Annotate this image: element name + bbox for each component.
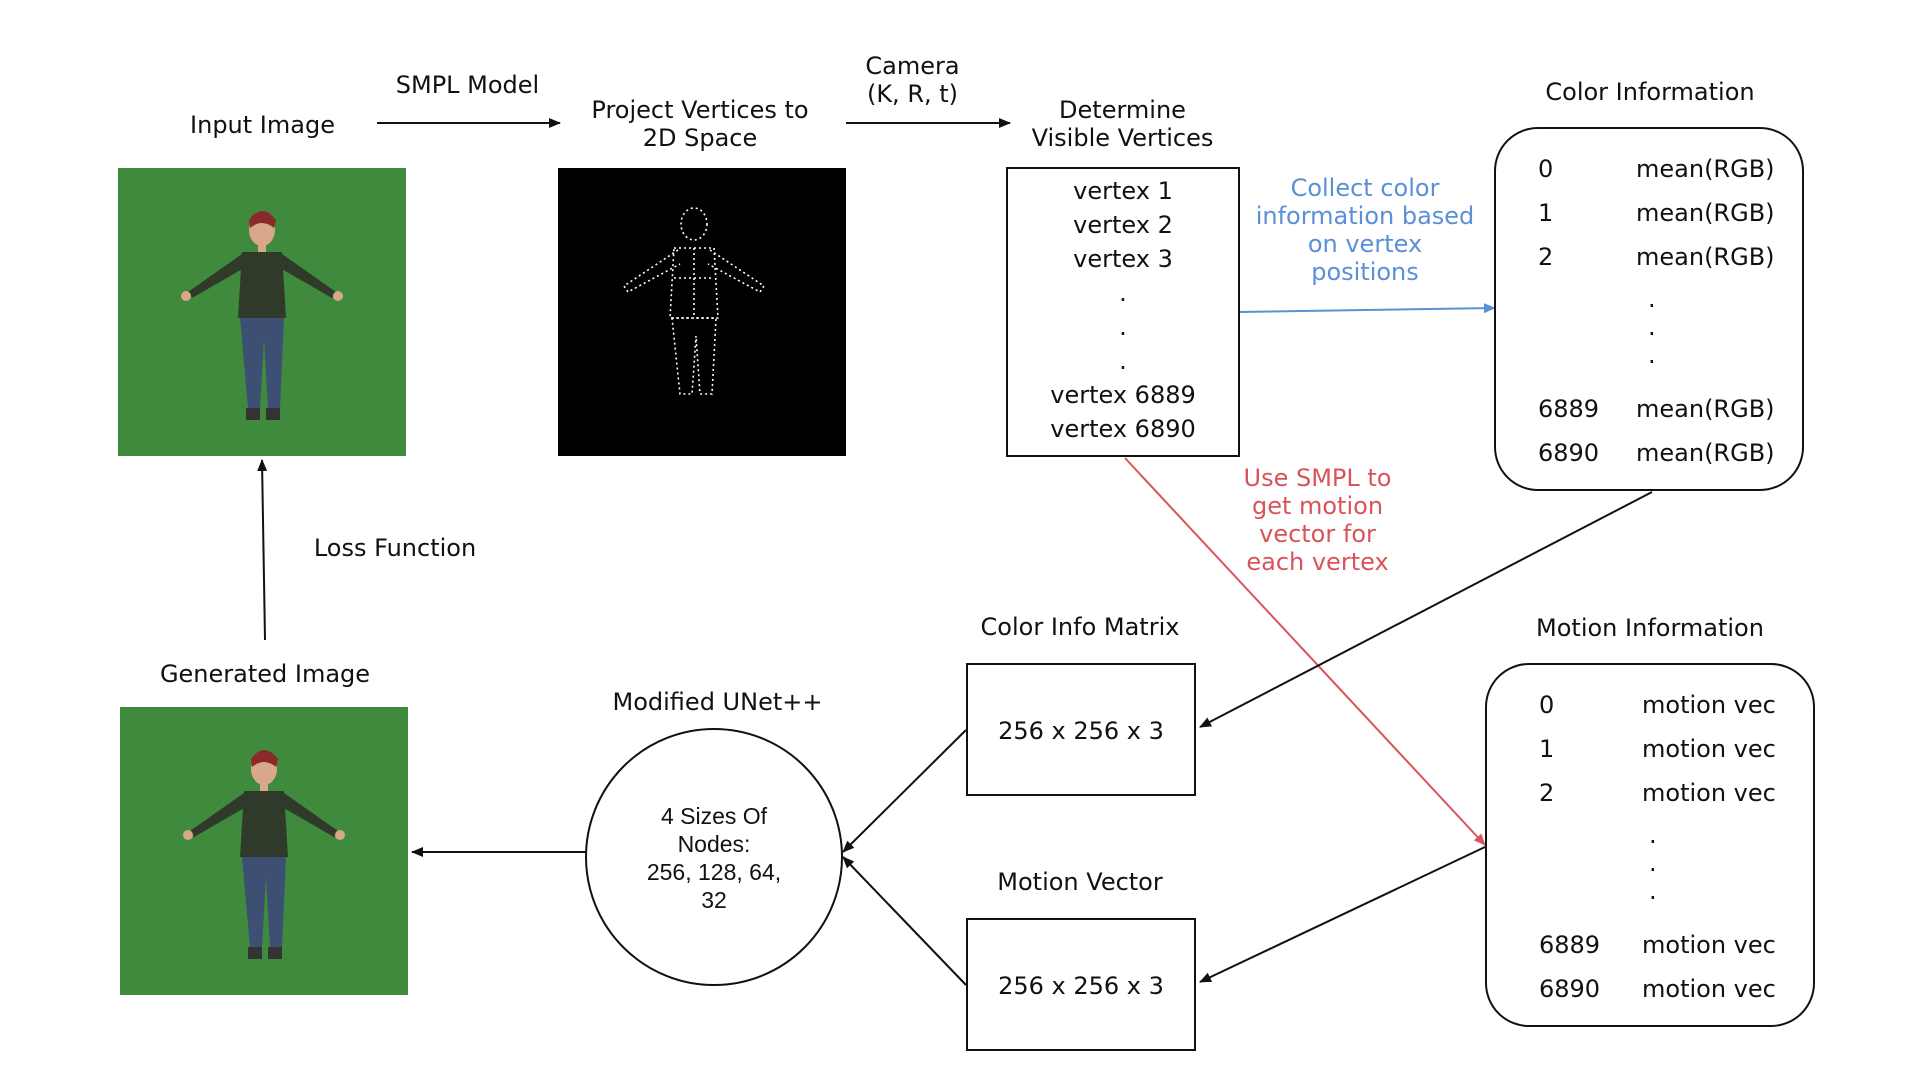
input-image-label: Input Image: [190, 111, 335, 139]
ellipsis-dot: .: [1648, 313, 1656, 341]
table-value: mean(RGB): [1636, 243, 1775, 271]
person-figure-icon: [183, 750, 345, 959]
annotation-line: each vertex: [1246, 548, 1389, 576]
table-index: 2: [1539, 779, 1555, 807]
vertex-row: vertex 6889: [1050, 381, 1196, 409]
arrow-loss-function: [257, 459, 268, 641]
mesh-figure-icon: [622, 207, 766, 395]
arrow-use-smpl: [1124, 457, 1486, 846]
ellipsis-dot: .: [1119, 347, 1127, 375]
table-index: 2: [1538, 243, 1554, 271]
ellipsis-dot: .: [1119, 279, 1127, 307]
table-value: mean(RGB): [1636, 439, 1775, 467]
table-value: mean(RGB): [1636, 199, 1775, 227]
matrix-size: 256 x 256 x 3: [998, 972, 1164, 1000]
generated-image-label: Generated Image: [159, 660, 371, 688]
unet-line: 4 Sizes Of: [660, 803, 768, 829]
table-value: motion vec: [1642, 779, 1776, 807]
table-value: mean(RGB): [1636, 155, 1775, 183]
table-value: mean(RGB): [1636, 395, 1775, 423]
unet-node: 4 Sizes Of Nodes: 256, 128, 64, 32: [585, 728, 843, 986]
loss-function-label: Loss Function: [313, 534, 477, 562]
ellipsis-dot: .: [1648, 285, 1656, 313]
ellipsis-dot: .: [1649, 877, 1657, 905]
project-vertices-label-1: Project Vertices to: [591, 96, 809, 124]
annotation-line: on vertex: [1307, 230, 1423, 258]
table-index: 0: [1539, 691, 1555, 719]
table-index: 6889: [1539, 931, 1601, 959]
vertex-row: vertex 2: [1073, 211, 1173, 239]
color-information-title: Color Information: [1545, 78, 1755, 106]
camera-label-1: Camera: [865, 52, 960, 80]
input-image: [118, 168, 406, 456]
motion-information-title: Motion Information: [1536, 614, 1764, 642]
motion-information-table: 0 motion vec 1 motion vec 2 motion vec .…: [1485, 663, 1815, 1027]
table-value: motion vec: [1642, 975, 1776, 1003]
annotation-line: information based: [1255, 202, 1475, 230]
unet-line: Nodes:: [677, 831, 751, 857]
vertex-row: vertex 1: [1073, 177, 1173, 205]
person-figure-icon: [181, 211, 343, 420]
vertex-row: vertex 6890: [1050, 415, 1196, 443]
table-index: 1: [1538, 199, 1554, 227]
annotation-line: get motion: [1251, 492, 1384, 520]
annotation-line: Collect color: [1290, 174, 1440, 202]
arrow-matrix-to-unet: [842, 729, 967, 853]
unet-description: 4 Sizes Of Nodes: 256, 128, 64, 32: [587, 802, 841, 914]
color-info-matrix-title: Color Info Matrix: [980, 613, 1180, 641]
table-index: 0: [1538, 155, 1554, 183]
arrow-motion-to-vector: [1199, 846, 1486, 983]
visible-vertices-list: vertex 1 vertex 2 vertex 3 . . . vertex …: [1006, 167, 1240, 457]
camera-label-2: (K, R, t): [866, 80, 959, 108]
projected-vertices-image: [558, 168, 846, 456]
annotation-line: positions: [1311, 258, 1419, 286]
visible-vertices-label-1: Determine: [1059, 96, 1186, 124]
generated-image: [120, 707, 408, 995]
table-index: 1: [1539, 735, 1555, 763]
annotation-line: vector for: [1259, 520, 1376, 548]
color-information-table: 0 mean(RGB) 1 mean(RGB) 2 mean(RGB) . . …: [1494, 127, 1804, 491]
unet-title: Modified UNet++: [612, 688, 823, 716]
smpl-model-label: SMPL Model: [395, 71, 540, 99]
table-value: motion vec: [1642, 691, 1776, 719]
color-info-matrix-box: 256 x 256 x 3: [966, 663, 1196, 796]
annotation-line: Use SMPL to: [1243, 464, 1392, 492]
vertex-row: vertex 3: [1073, 245, 1173, 273]
project-vertices-label-2: 2D Space: [642, 124, 758, 152]
ellipsis-dot: .: [1649, 821, 1657, 849]
arrow-collect-color: [1239, 303, 1496, 314]
table-value: motion vec: [1642, 931, 1776, 959]
unet-line: 32: [701, 887, 727, 913]
ellipsis-dot: .: [1119, 313, 1127, 341]
ellipsis-dot: .: [1648, 341, 1656, 369]
motion-vector-box: 256 x 256 x 3: [966, 918, 1196, 1051]
arrow-vector-to-unet: [842, 856, 967, 986]
table-index: 6890: [1538, 439, 1600, 467]
visible-vertices-label-2: Visible Vertices: [1031, 124, 1214, 152]
ellipsis-dot: .: [1649, 849, 1657, 877]
arrow-color-to-matrix: [1199, 491, 1653, 728]
matrix-size: 256 x 256 x 3: [998, 717, 1164, 745]
table-index: 6890: [1539, 975, 1601, 1003]
table-value: motion vec: [1642, 735, 1776, 763]
motion-vector-title: Motion Vector: [997, 868, 1163, 896]
table-index: 6889: [1538, 395, 1600, 423]
unet-line: 256, 128, 64,: [646, 859, 782, 885]
